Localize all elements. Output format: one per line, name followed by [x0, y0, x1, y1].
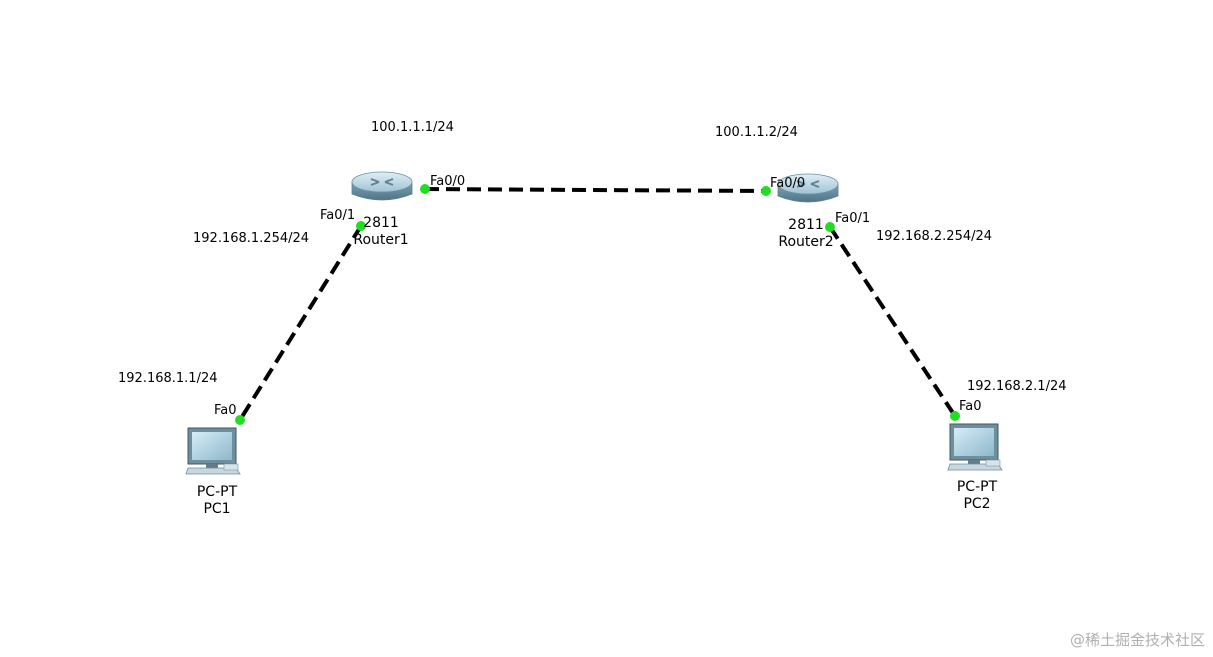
pc2-model-label: PC-PT	[957, 479, 998, 495]
ip-label-router2-wan: 100.1.1.2/24	[715, 125, 798, 140]
pc1-icon[interactable]	[185, 427, 241, 475]
port-label-router1-fa01: Fa0/1	[320, 208, 355, 223]
link-router1-router2[interactable]	[424, 187, 767, 193]
port-label-router2-fa00: Fa0/0	[770, 176, 805, 191]
ip-label-pc2: 192.168.2.1/24	[967, 379, 1067, 394]
link-router1-pc1[interactable]	[238, 224, 363, 422]
port-label-router2-fa01: Fa0/1	[835, 211, 870, 226]
pc1-model-label: PC-PT	[197, 484, 238, 500]
pc2-icon[interactable]	[947, 423, 1003, 471]
link-router2-pc2[interactable]	[828, 225, 957, 418]
port-label-pc1-fa0: Fa0	[214, 403, 237, 418]
router2-name-label: Router2	[778, 234, 833, 250]
port-label-router1-fa00: Fa0/0	[430, 174, 465, 189]
port-label-pc2-fa0: Fa0	[959, 399, 982, 414]
port-dot-router1-fa01	[356, 221, 366, 231]
pc1-name-label: PC1	[203, 501, 230, 517]
port-dot-pc2-fa0	[950, 411, 960, 421]
ip-label-router2-lan: 192.168.2.254/24	[876, 229, 992, 244]
watermark-text: @稀土掘金技术社区	[1070, 631, 1205, 649]
ip-label-pc1: 192.168.1.1/24	[118, 371, 218, 386]
pc2-name-label: PC2	[963, 496, 990, 512]
ip-label-router1-lan: 192.168.1.254/24	[193, 231, 309, 246]
port-dot-router1-fa00	[420, 184, 430, 194]
port-dot-router2-fa01	[825, 222, 835, 232]
router1-name-label: Router1	[353, 232, 408, 248]
router2-model-label: 2811	[788, 217, 824, 233]
router1-model-label: 2811	[363, 215, 399, 231]
router2-icon[interactable]	[777, 173, 839, 203]
port-dot-router2-fa00	[761, 186, 771, 196]
ip-label-router1-wan: 100.1.1.1/24	[371, 120, 454, 135]
port-dot-pc1-fa0	[235, 415, 245, 425]
router1-icon[interactable]	[351, 171, 413, 201]
